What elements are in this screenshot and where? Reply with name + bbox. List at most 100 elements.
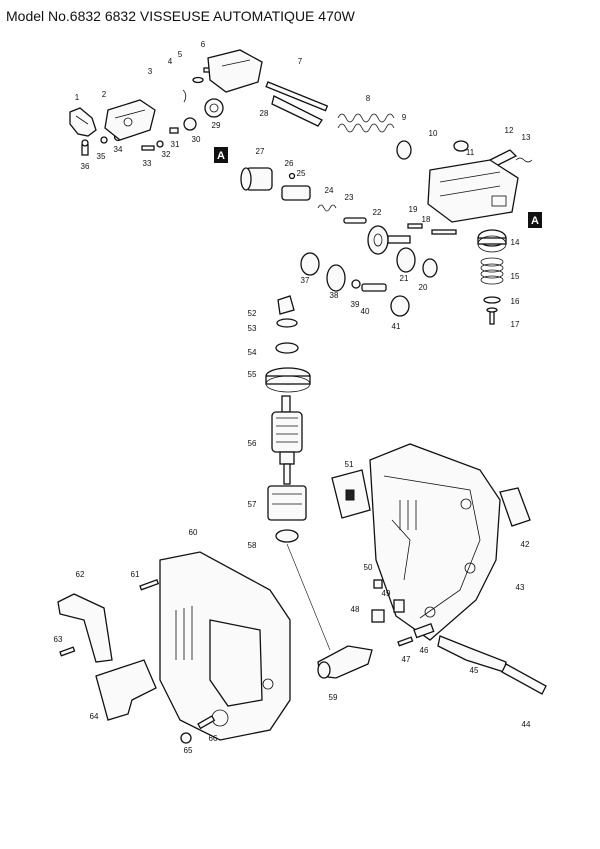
part-50-clip	[373, 579, 383, 589]
part-39-washer	[351, 279, 361, 289]
part-10-knob	[453, 140, 469, 152]
part-60-housing-left	[159, 551, 291, 741]
part-53-washer	[276, 318, 298, 328]
callout-40: 40	[361, 307, 370, 316]
part-36-screw	[81, 139, 89, 156]
callout-16: 16	[511, 297, 520, 306]
part-62-hook	[57, 593, 113, 663]
part-58-bearing	[275, 529, 299, 543]
part-44-cord	[501, 663, 547, 695]
part-18-screw	[431, 229, 457, 235]
part-41-bearing	[390, 295, 410, 317]
part-57-field	[267, 485, 307, 521]
callout-9: 9	[402, 113, 407, 122]
part-2-locator	[104, 99, 156, 141]
part-33-screw	[141, 145, 155, 151]
part-38-gear	[326, 264, 346, 292]
part-11-gear-housing	[427, 159, 519, 223]
callout-3: 3	[148, 67, 153, 76]
callout-46: 46	[420, 646, 429, 655]
part-9-ring	[396, 140, 412, 160]
callout-28: 28	[260, 109, 269, 118]
callout-32: 32	[162, 150, 171, 159]
callout-30: 30	[192, 135, 201, 144]
callout-8: 8	[366, 94, 371, 103]
callout-12: 12	[505, 126, 514, 135]
part-56-armature	[271, 395, 303, 485]
callout-36: 36	[81, 162, 90, 171]
part-14-pinion	[477, 229, 507, 253]
part-35-washer	[100, 136, 108, 144]
svg-text:A: A	[217, 150, 225, 162]
svg-text:A: A	[531, 215, 539, 227]
callout-61: 61	[131, 570, 140, 579]
callout-11: 11	[466, 148, 475, 157]
part-15-spring	[480, 257, 504, 285]
part-23-pin	[343, 217, 367, 224]
callout-1: 1	[75, 93, 80, 102]
callout-23: 23	[345, 193, 354, 202]
part-7-shaft	[265, 81, 329, 112]
callout-34: 34	[114, 145, 123, 154]
callout-13: 13	[522, 133, 531, 142]
callout-60: 60	[189, 528, 198, 537]
part-16-washer	[483, 296, 501, 304]
callout-55: 55	[248, 370, 257, 379]
callout-48: 48	[351, 605, 360, 614]
callout-27: 27	[256, 147, 265, 156]
part-21-bearing	[396, 247, 416, 273]
callout-51: 51	[345, 460, 354, 469]
callout-64: 64	[90, 712, 99, 721]
callout-2: 2	[102, 90, 107, 99]
callout-19: 19	[409, 205, 418, 214]
page-title: Model No.6832 6832 VISSEUSE AUTOMATIQUE …	[6, 8, 355, 24]
callout-43: 43	[516, 583, 525, 592]
callout-31: 31	[171, 140, 180, 149]
part-54-bearing	[275, 342, 299, 354]
part-66-screw	[197, 715, 216, 730]
callout-54: 54	[248, 348, 257, 357]
callout-35: 35	[97, 152, 106, 161]
part-47-screw	[397, 636, 414, 647]
part-13-spring	[515, 157, 533, 163]
callout-42: 42	[521, 540, 530, 549]
callout-14: 14	[511, 238, 520, 247]
part-52-fan-baffle	[277, 295, 295, 315]
callout-33: 33	[143, 159, 152, 168]
part-24-spring	[317, 204, 337, 212]
callout-50: 50	[364, 563, 373, 572]
callout-22: 22	[373, 208, 382, 217]
part-37-bearing	[300, 252, 320, 276]
part-61-screw	[139, 579, 160, 591]
part-20-ring	[422, 258, 438, 278]
part-63-screw	[59, 646, 76, 657]
part-51-switch	[331, 469, 371, 519]
callout-26: 26	[285, 159, 294, 168]
callout-17: 17	[511, 320, 520, 329]
callout-57: 57	[248, 500, 257, 509]
part-25-spindle	[281, 172, 311, 201]
callout-47: 47	[402, 655, 411, 664]
callout-5: 5	[178, 50, 183, 59]
part-1-bracket	[69, 107, 97, 137]
callout-44: 44	[522, 720, 531, 729]
assembly-guide-line	[286, 543, 331, 651]
callout-39: 39	[351, 300, 360, 309]
callout-37: 37	[301, 276, 310, 285]
callout-62: 62	[76, 570, 85, 579]
callout-38: 38	[330, 291, 339, 300]
callout-49: 49	[382, 589, 391, 598]
callout-24: 24	[325, 186, 334, 195]
part-22-gear	[367, 225, 411, 255]
part-8-spring	[337, 113, 395, 133]
part-31-key	[169, 127, 179, 134]
callout-59: 59	[329, 693, 338, 702]
part-48-brush-holder	[371, 609, 385, 623]
part-43-housing-right	[369, 443, 501, 641]
marker-a-right: A	[528, 212, 542, 228]
part-30-ring	[183, 117, 197, 131]
part-27-clutch	[240, 167, 273, 191]
part-55-gear	[265, 367, 311, 393]
